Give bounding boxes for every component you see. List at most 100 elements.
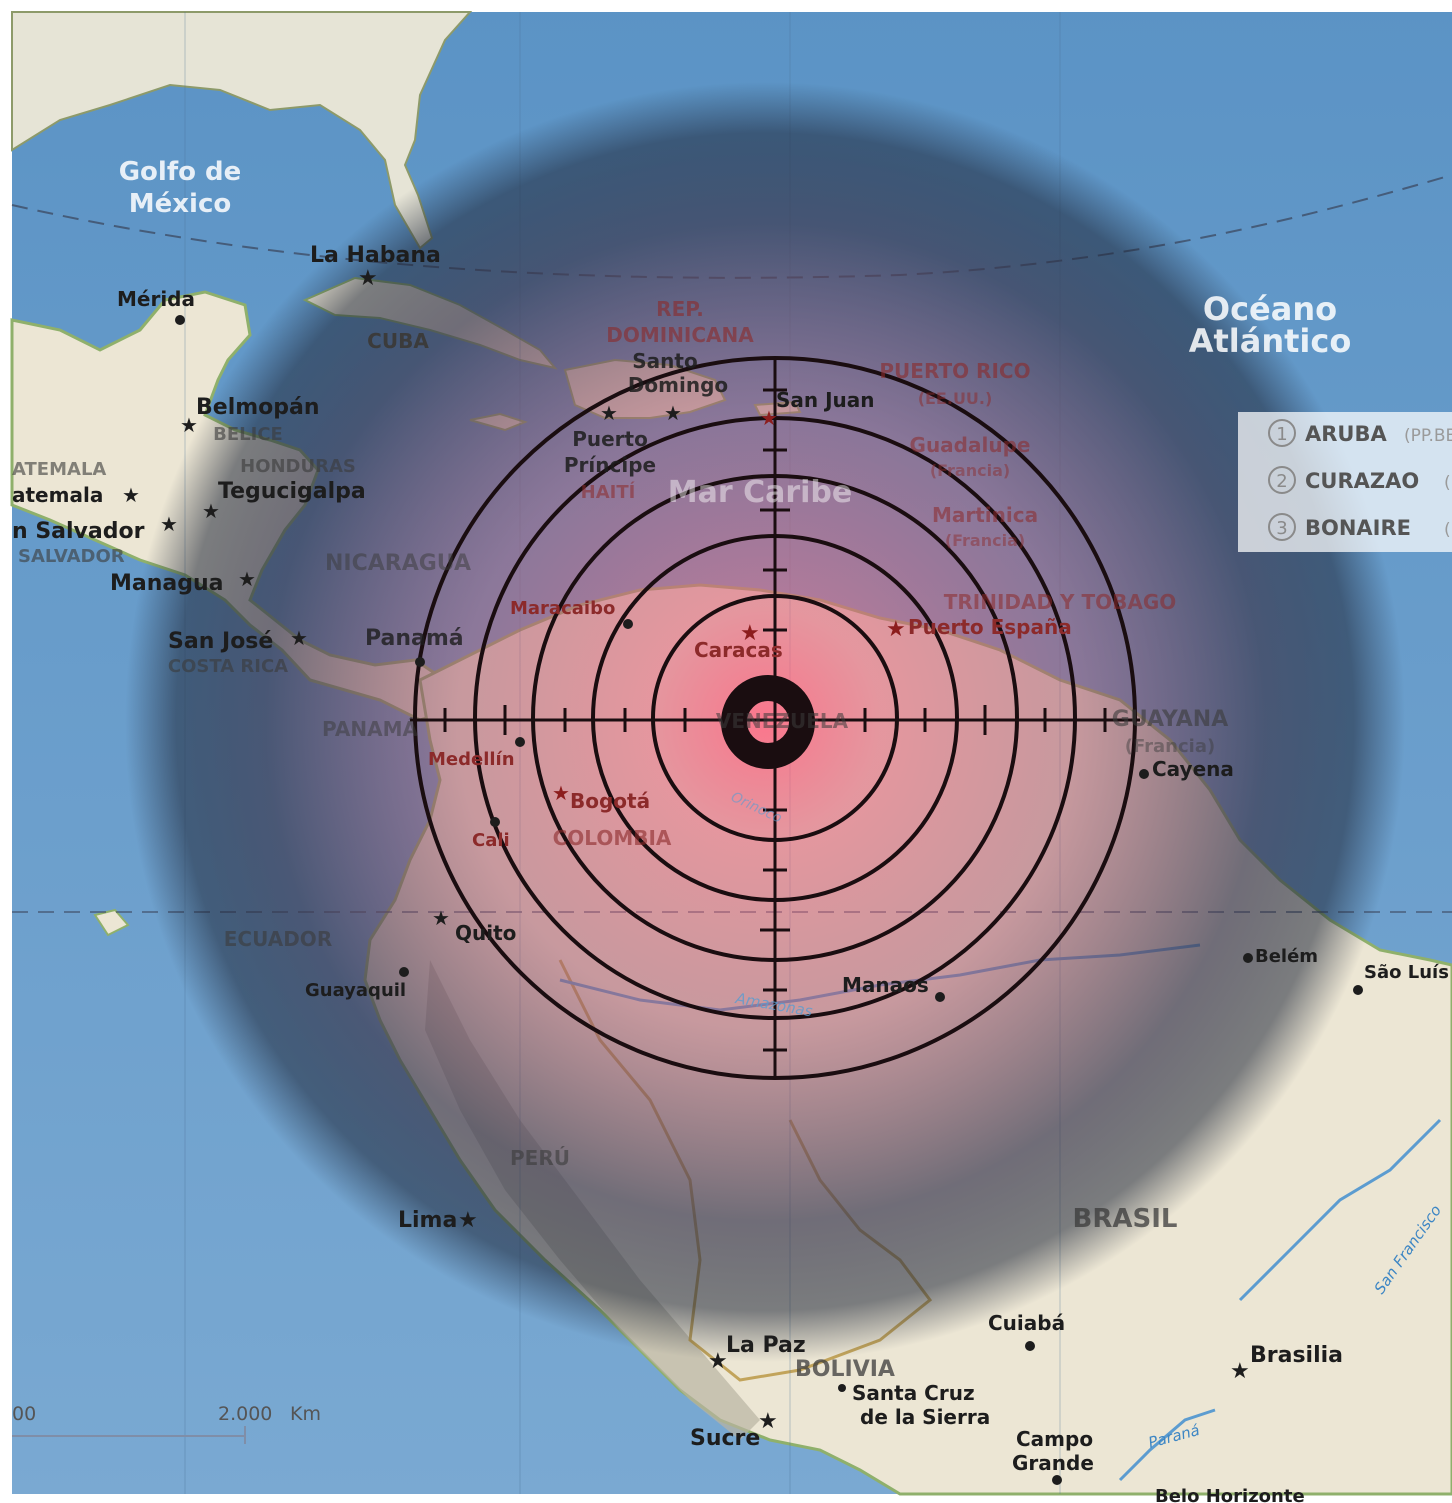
label-belem: Belém bbox=[1255, 946, 1318, 967]
label-atlantic-line1: Océano bbox=[1203, 290, 1337, 328]
label-colombia: COLOMBIA bbox=[553, 826, 672, 850]
legend-note: (PP.BB.) bbox=[1444, 473, 1452, 493]
star-icon: ★ bbox=[160, 512, 178, 536]
label-brasil: BRASIL bbox=[1073, 1204, 1178, 1234]
dot-icon bbox=[838, 1384, 846, 1392]
dot-icon bbox=[623, 619, 633, 629]
label-belmopan: Belmopán bbox=[196, 395, 320, 420]
legend-box bbox=[1238, 412, 1452, 552]
star-icon: ★ bbox=[238, 567, 256, 591]
label-panama-city: Panamá bbox=[365, 626, 464, 651]
svg-text:3: 3 bbox=[1276, 518, 1287, 539]
label-puerto-rico: PUERTO RICO bbox=[879, 359, 1030, 383]
label-martinica-note: (Francia) bbox=[945, 531, 1025, 550]
label-guatemala-city: atemala bbox=[12, 483, 103, 507]
label-bogota: Bogotá bbox=[570, 789, 650, 813]
star-icon: ★ bbox=[600, 401, 618, 425]
label-principe: Príncipe bbox=[564, 453, 656, 477]
label-grande: Grande bbox=[1012, 1451, 1094, 1475]
scale-unit: Km bbox=[290, 1403, 321, 1425]
dot-icon bbox=[1139, 769, 1149, 779]
island-legend: 1 ARUBA (PP.BB.) 2 CURAZAO (PP.BB.) 3 BO… bbox=[1238, 412, 1452, 552]
label-gulf-line2: México bbox=[129, 189, 231, 219]
label-san-jose: San José bbox=[168, 629, 273, 654]
legend-note: (PP.BB.) bbox=[1404, 426, 1452, 446]
label-quito: Quito bbox=[455, 921, 516, 945]
label-puerto-espana: Puerto España bbox=[908, 615, 1072, 639]
star-icon: ★ bbox=[886, 617, 906, 642]
dot-icon bbox=[490, 817, 500, 827]
label-costa-rica: COSTA RICA bbox=[168, 656, 288, 677]
dot-icon bbox=[415, 657, 425, 667]
legend-name: ARUBA bbox=[1305, 422, 1387, 446]
label-manaos: Manaos bbox=[842, 973, 929, 997]
label-puerto: Puerto bbox=[572, 427, 648, 451]
label-guayaquil: Guayaquil bbox=[305, 980, 406, 1001]
scale-bar: 00 2.000 Km bbox=[12, 1403, 321, 1444]
label-ecuador: ECUADOR bbox=[224, 927, 332, 951]
frame-bottom bbox=[0, 1494, 1452, 1503]
legend-name: BONAIRE bbox=[1305, 516, 1411, 540]
label-cuiaba: Cuiabá bbox=[988, 1311, 1065, 1335]
scale-start-label: 00 bbox=[12, 1403, 36, 1425]
label-la-paz: La Paz bbox=[726, 1333, 806, 1358]
dot-icon bbox=[515, 737, 525, 747]
dot-icon bbox=[175, 315, 185, 325]
label-trinidad: TRINIDAD Y TOBAGO bbox=[944, 590, 1177, 614]
svg-text:1: 1 bbox=[1276, 424, 1287, 445]
label-bolivia: BOLIVIA bbox=[795, 1357, 895, 1382]
city-markers: ★ ★ ★ ★ ★ ★ ★ ★ ★ ★ ★ ★ ★ ★ ★ ★ ★ ★ bbox=[122, 266, 1363, 1485]
label-medellin: Medellín bbox=[428, 749, 515, 770]
label-sucre: Sucre bbox=[690, 1426, 760, 1451]
scale-end-label: 2.000 bbox=[218, 1403, 272, 1425]
sao-francisco-river bbox=[1238, 1118, 1442, 1302]
label-sao-luis: São Luís bbox=[1364, 962, 1449, 983]
frame-left bbox=[0, 0, 12, 1503]
legend-item: 1 ARUBA (PP.BB.) bbox=[1268, 419, 1452, 447]
target-bullseye bbox=[721, 675, 815, 769]
star-icon: ★ bbox=[1230, 1359, 1250, 1384]
label-honduras: HONDURAS bbox=[240, 456, 356, 477]
svg-text:2: 2 bbox=[1276, 471, 1287, 492]
star-icon: ★ bbox=[740, 621, 760, 646]
star-icon: ★ bbox=[760, 406, 778, 430]
label-brasilia: Brasilia bbox=[1250, 1343, 1343, 1368]
label-cali: Cali bbox=[472, 830, 510, 851]
andes-relief bbox=[425, 960, 760, 1440]
label-cayena: Cayena bbox=[1152, 757, 1234, 781]
star-icon: ★ bbox=[552, 781, 570, 805]
target-glow bbox=[125, 82, 1405, 1362]
label-caracas: Caracas bbox=[694, 638, 783, 662]
legend-name: CURAZAO bbox=[1305, 469, 1419, 493]
label-santo: Santo bbox=[632, 349, 697, 373]
label-campo: Campo bbox=[1016, 1427, 1093, 1451]
label-cuba: CUBA bbox=[367, 329, 429, 353]
usa-land bbox=[11, 11, 473, 250]
label-belo-horizonte: Belo Horizonte bbox=[1155, 1486, 1305, 1503]
label-dominicana: DOMINICANA bbox=[606, 323, 754, 347]
label-panama-country: PANAMÁ bbox=[322, 717, 418, 741]
parana-river bbox=[1118, 1408, 1216, 1482]
dot-icon bbox=[1052, 1475, 1062, 1485]
label-haiti: HAITÍ bbox=[581, 481, 636, 503]
label-guatemala: ATEMALA bbox=[12, 459, 106, 480]
label-merida: Mérida bbox=[117, 287, 195, 311]
label-peru: PERÚ bbox=[510, 1146, 570, 1170]
star-icon: ★ bbox=[180, 413, 198, 437]
label-puerto-rico-note: (EE.UU.) bbox=[918, 389, 993, 408]
legend-item: 3 BONAIRE (PP.BB.) bbox=[1268, 513, 1452, 541]
legend-item: 2 CURAZAO (PP.BB.) bbox=[1268, 466, 1452, 494]
label-atlantic-line2: Atlántico bbox=[1189, 322, 1352, 360]
label-martinica: Martinica bbox=[932, 503, 1038, 527]
galapagos-land bbox=[93, 908, 130, 937]
label-managua: Managua bbox=[110, 571, 224, 596]
label-venezuela: VENEZUELA bbox=[716, 709, 849, 733]
star-icon: ★ bbox=[290, 626, 308, 650]
dot-icon bbox=[399, 967, 409, 977]
star-icon: ★ bbox=[358, 266, 378, 291]
label-de-la-sierra: de la Sierra bbox=[860, 1405, 990, 1429]
label-maracaibo: Maracaibo bbox=[510, 598, 615, 619]
label-san-juan: San Juan bbox=[776, 388, 875, 412]
